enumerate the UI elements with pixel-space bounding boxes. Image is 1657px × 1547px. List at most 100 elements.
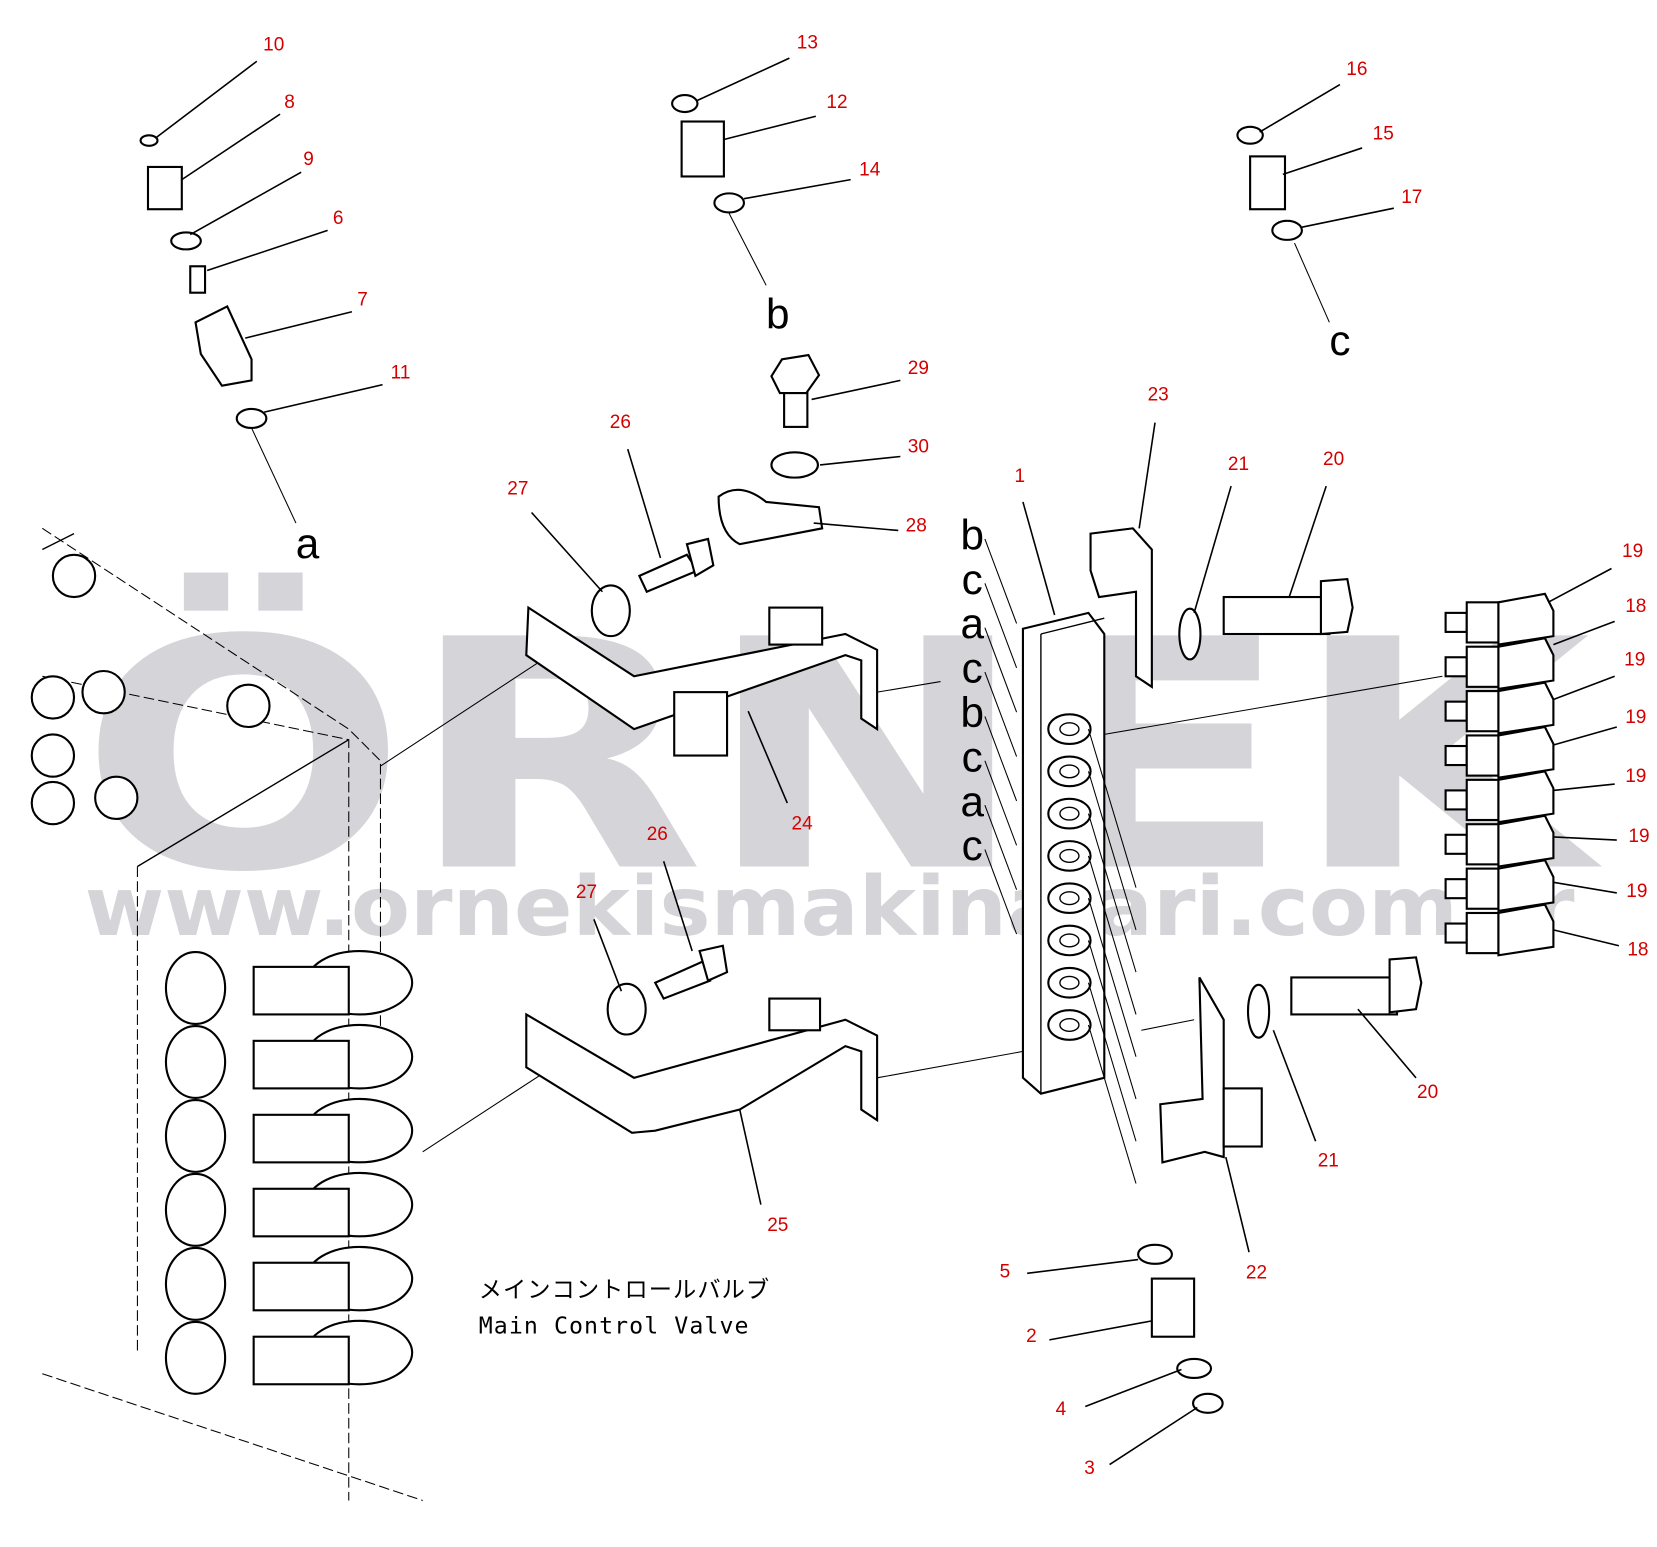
leader-line [206,229,328,272]
callout-22: 22 [1246,1263,1267,1284]
callout-14: 14 [859,159,881,180]
stack-letter-c: c [962,733,983,780]
leader-line [1225,1156,1250,1253]
callout-15: 15 [1373,123,1394,144]
arrow-line [984,805,1018,890]
leader-line [1084,1368,1182,1408]
leader-line [1553,783,1615,792]
callout-17: 17 [1401,187,1422,208]
callout-10: 10 [263,35,284,56]
callout-21: 21 [1318,1151,1339,1172]
callout-6: 6 [333,208,344,229]
leader-line [1138,422,1156,529]
leader-line [530,511,603,593]
callout-11: 11 [391,362,411,383]
arrow-line [1294,242,1330,323]
callout-18: 18 [1627,939,1648,960]
caption: メインコントロールバルブ Main Control Valve [479,1277,769,1340]
leader-line [1272,1029,1317,1142]
leader-line [181,113,281,181]
leader-line [1553,881,1617,894]
leader-line [189,171,302,236]
bracket-24 [525,605,879,732]
caption-english: Main Control Valve [479,1313,750,1340]
leader-line [1193,485,1232,614]
arrow-line [728,213,767,286]
leader-line [819,455,901,466]
leader-line [738,1109,762,1205]
callout-20: 20 [1323,449,1344,470]
callout-2: 2 [1026,1326,1037,1347]
leader-line [1547,567,1612,604]
arrow-line [984,849,1018,935]
leader-line [1553,726,1618,746]
callout-30: 30 [908,436,929,457]
callout-4: 4 [1056,1399,1067,1420]
callout-27: 27 [507,479,528,500]
connection-letter-c: c [1329,317,1350,364]
callout-16: 16 [1346,59,1367,80]
leader-line [155,60,258,139]
connection-letter-b: b [766,291,790,338]
callout-21: 21 [1228,454,1249,475]
leader-line [1027,1258,1139,1275]
callout-19: 19 [1625,707,1646,728]
leader-line [1288,485,1327,598]
main-control-valve [30,527,1443,1502]
callout-23: 23 [1148,384,1169,405]
callout-3: 3 [1084,1458,1095,1479]
leader-line [1259,83,1341,133]
leader-line [1553,836,1617,841]
leader-line [1553,620,1615,646]
watermark-url: www.ornekismakinalari.com.tr [85,859,1575,955]
stack-letter-a: a [960,778,984,825]
stack-letter-b: b [960,689,984,736]
callout-19: 19 [1626,881,1647,902]
connection-letter-a: a [296,520,320,567]
leader-line [1553,675,1615,701]
stack-letter-b: b [960,511,984,558]
parts [139,94,1555,1414]
callout-19: 19 [1624,650,1645,671]
callout-18: 18 [1625,596,1646,617]
callout-19: 19 [1628,826,1649,847]
callout-19: 19 [1622,541,1643,562]
callout-9: 9 [303,149,314,170]
callout-24: 24 [792,814,814,835]
leader-line [1049,1320,1152,1341]
arrow-line [251,427,297,524]
leader-line [1282,147,1363,176]
callout-28: 28 [906,516,927,537]
watermark-brand: ÖRNEK [79,569,1605,941]
callout-8: 8 [284,92,295,113]
leader-line [626,448,662,559]
leader-line [662,860,693,952]
arrow-line [984,760,1018,846]
arrow-line [984,583,1018,669]
watermark: ÖRNEK www.ornekismakinalari.com.tr [79,569,1605,955]
stack-letter-c: c [962,822,983,869]
leader-line [813,522,899,532]
callout-26: 26 [610,412,631,433]
stack-letter-a: a [960,600,984,647]
leader-line [1553,929,1620,947]
arrow-line [984,716,1018,802]
arrow-line [984,627,1018,713]
bracket-25 [525,1012,879,1134]
leader-line [1301,207,1394,228]
arrow-line [984,538,1018,624]
callout-12: 12 [826,92,847,113]
callout-26: 26 [647,824,668,845]
callout-5: 5 [1000,1262,1011,1283]
arrow-line [984,671,1018,757]
leader-line [264,383,383,413]
leader-line [1357,1008,1417,1079]
callout-13: 13 [797,33,818,54]
callout-29: 29 [908,358,929,379]
stack-letter-c: c [962,556,983,603]
callout-19: 19 [1625,766,1646,787]
callout-1: 1 [1014,466,1025,487]
leader-lines [155,57,1620,1466]
